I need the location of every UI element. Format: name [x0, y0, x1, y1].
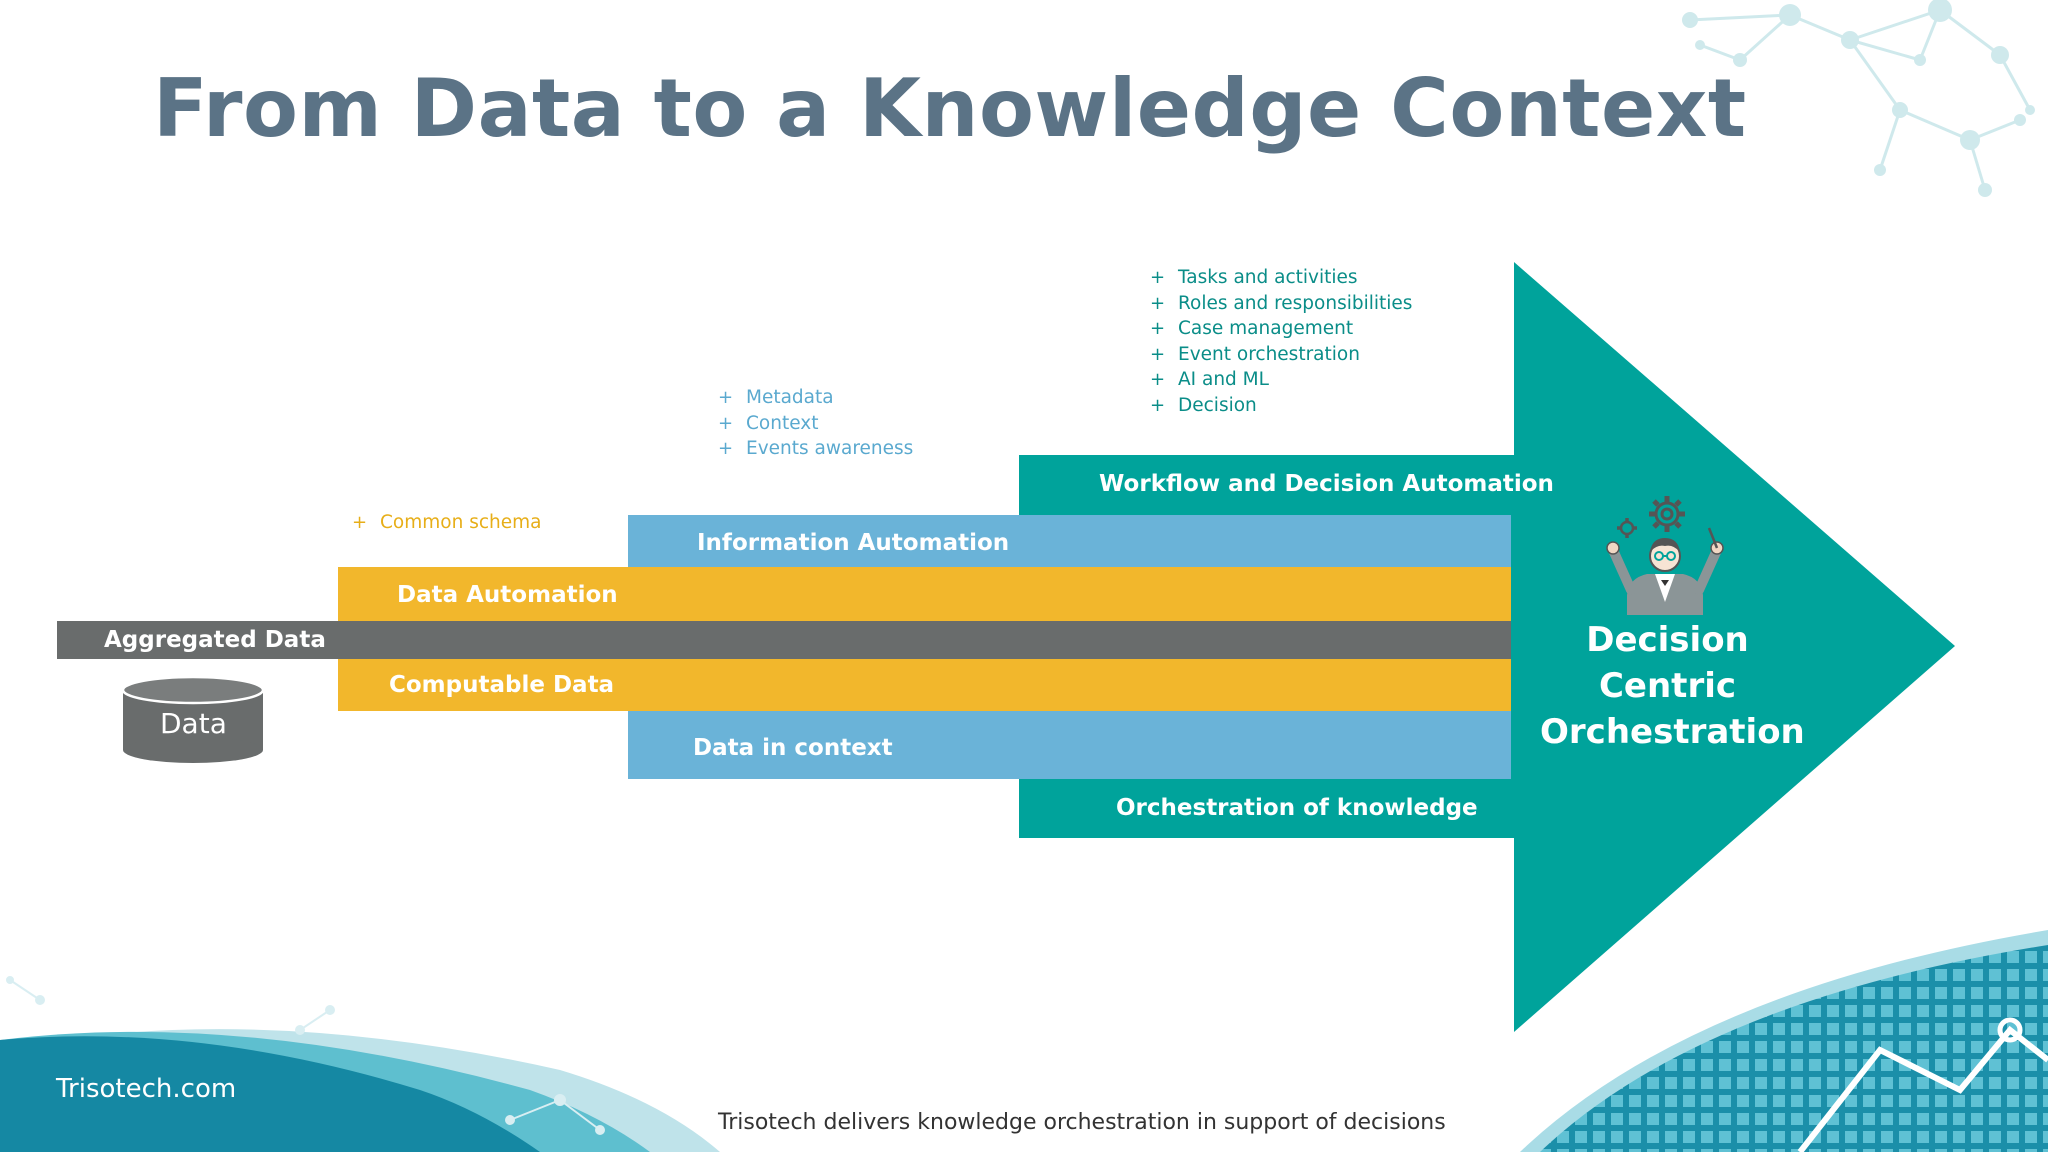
list-item: +Case management	[1150, 318, 1354, 340]
data-cylinder-label: Data	[160, 707, 227, 740]
gear-icon	[1649, 496, 1685, 532]
common-schema-list: +Common schema	[352, 510, 541, 536]
gear-icon	[1617, 518, 1637, 538]
database-cylinder-icon	[121, 675, 265, 763]
label-aggregated-data: Aggregated Data	[104, 627, 326, 653]
footer-site-link[interactable]: Trisotech.com	[56, 1074, 237, 1104]
band-aggregated	[57, 621, 1511, 659]
label-data-automation: Data Automation	[397, 582, 618, 608]
list-item: +Tasks and activities	[1150, 267, 1358, 288]
grid-wave-decoration-icon	[1520, 930, 2048, 1152]
list-item: +Events awareness	[718, 438, 914, 460]
wave-decoration	[0, 976, 720, 1152]
label-information-automation: Information Automation	[697, 530, 1010, 556]
list-item: +Roles and responsibilities	[1150, 292, 1413, 314]
conductor-icon	[1606, 496, 1724, 615]
footer-tagline: Trisotech delivers knowledge orchestrati…	[718, 1110, 1446, 1135]
list-item: +Event orchestration	[1150, 343, 1360, 365]
decision-centric-orchestration-label: Decision Centric Orchestration	[1540, 620, 1805, 752]
list-item: +Context	[718, 412, 819, 434]
label-data-in-context: Data in context	[693, 735, 893, 761]
label-workflow-decision-automation: Workflow and Decision Automation	[1099, 471, 1554, 497]
list-item: +Decision	[1150, 394, 1257, 416]
network-decoration-icon	[1682, 0, 2035, 197]
label-orchestration-of-knowledge: Orchestration of knowledge	[1116, 795, 1478, 821]
label-computable-data: Computable Data	[389, 672, 615, 698]
list-item: +Metadata	[718, 387, 834, 408]
workflow-list: +Tasks and activities +Roles and respons…	[1150, 265, 1412, 419]
list-item: +AI and ML	[1150, 369, 1269, 391]
page-title: From Data to a Knowledge Context	[153, 62, 1747, 155]
list-item: +Common schema	[352, 512, 542, 533]
information-list: +Metadata +Context +Events awareness	[718, 385, 913, 462]
